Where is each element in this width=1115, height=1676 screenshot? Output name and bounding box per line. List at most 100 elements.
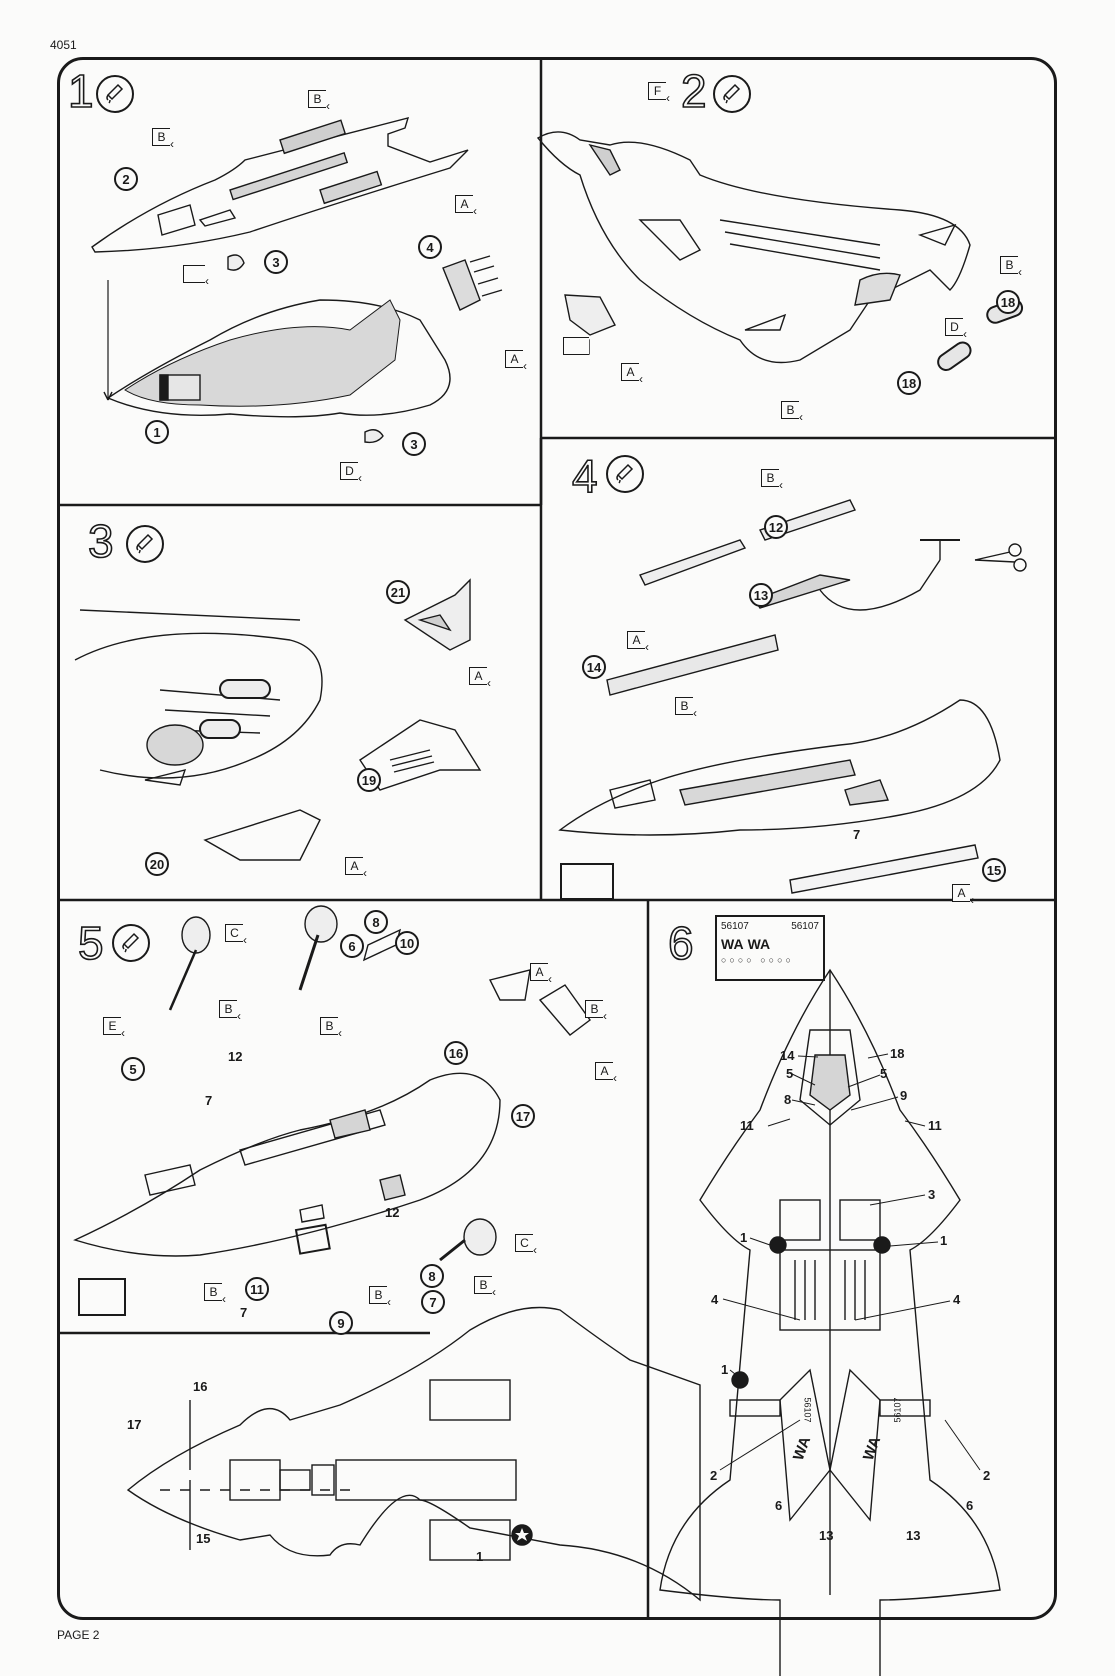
color-flag: A‹ xyxy=(469,667,491,690)
decal-label: 18 xyxy=(890,1046,905,1061)
part-callout: 1 xyxy=(145,420,169,444)
step6-roundels xyxy=(731,1236,891,1389)
color-flag: B‹ xyxy=(761,469,783,492)
scissors-icon xyxy=(974,543,1027,572)
step4-cut-part-icon xyxy=(920,539,960,560)
part-callout: 17 xyxy=(511,1104,535,1128)
decal-serial: 56107 xyxy=(791,921,819,932)
decal-label: 4 xyxy=(953,1292,961,1307)
color-flag: A‹ xyxy=(505,350,527,373)
part-callout: 21 xyxy=(386,580,410,604)
decal-label: 8 xyxy=(784,1092,792,1107)
step2-fuselage-assembly xyxy=(536,131,971,364)
part-callout: 8 xyxy=(364,910,388,934)
decal-label: 2 xyxy=(710,1468,718,1483)
decal-label: 2 xyxy=(983,1468,991,1483)
part-label: 7 xyxy=(240,1305,248,1320)
color-flag: A‹ xyxy=(621,363,643,386)
part-callout: 13 xyxy=(749,583,773,607)
decal-sheet-thumbnail xyxy=(560,863,614,900)
decal-label: 1 xyxy=(740,1230,748,1245)
step3-part21-fin xyxy=(403,578,471,651)
color-flag: F‹ xyxy=(648,82,670,105)
step-number-5: 5 xyxy=(77,917,104,969)
color-flag: B‹ xyxy=(1000,256,1022,279)
part-callout: 10 xyxy=(395,931,419,955)
color-flag: B‹ xyxy=(152,128,174,151)
color-flag: A‹ xyxy=(595,1062,617,1085)
color-flag: A‹ xyxy=(952,884,974,907)
color-flag: B‹ xyxy=(204,1283,226,1306)
step-number-6: 6 xyxy=(667,917,694,969)
page-label: PAGE 2 xyxy=(57,1628,100,1642)
part-callout: 19 xyxy=(357,768,381,792)
decal-label: 5 xyxy=(880,1066,888,1081)
decal-label: 4 xyxy=(711,1292,719,1307)
decal-sheet-thumbnail xyxy=(78,1278,126,1316)
tail-marking-serial: 56107 xyxy=(802,1397,813,1423)
decal-label: 3 xyxy=(928,1187,936,1202)
part-callout: 2 xyxy=(114,167,138,191)
side-label: 17 xyxy=(127,1417,142,1432)
decal-label: 11 xyxy=(928,1118,942,1133)
part-callout: 9 xyxy=(329,1311,353,1335)
part-callout: 7 xyxy=(421,1290,445,1314)
decal-sheet: 56107 56107 WA WA ○○○○ ○○○○ xyxy=(715,915,825,981)
color-flag: A‹ xyxy=(345,857,367,880)
decal-label: 6 xyxy=(775,1498,783,1513)
color-flag xyxy=(563,337,589,355)
decal-label: 1 xyxy=(721,1362,729,1377)
step1-part3-a xyxy=(227,254,245,271)
glue-tube-icon xyxy=(96,75,134,113)
color-flag: B‹ xyxy=(585,1000,607,1023)
part-callout: 18 xyxy=(996,290,1020,314)
instruction-frame xyxy=(57,57,1057,1620)
step3-rear-fuselage xyxy=(74,609,323,786)
decal-serial: 56107 xyxy=(721,921,749,932)
step-number-3: 3 xyxy=(87,515,114,567)
part-callout: 12 xyxy=(764,515,788,539)
step5-fuselage xyxy=(73,1072,501,1257)
decal-label: 1 xyxy=(940,1233,948,1248)
step5-landing-gear xyxy=(168,905,497,1262)
decal-label: 11 xyxy=(740,1118,754,1133)
part-callout: 6 xyxy=(340,934,364,958)
color-flag: D‹ xyxy=(945,318,967,341)
step1-part4-intake xyxy=(442,255,503,311)
color-flag: B‹ xyxy=(320,1017,342,1040)
step4-cut-arrow xyxy=(819,559,941,611)
part-label: 7 xyxy=(205,1093,213,1108)
step5-part16-flap xyxy=(488,969,531,1001)
part-callout: 11 xyxy=(245,1277,269,1301)
color-flag: B‹ xyxy=(369,1286,391,1309)
color-flag: ‹ xyxy=(183,265,209,288)
glue-tube-icon xyxy=(713,75,751,113)
step-number-2: 2 xyxy=(680,65,707,117)
decal-label: 6 xyxy=(966,1498,974,1513)
decal-letters: WA xyxy=(747,936,771,952)
step6-top-view-aircraft xyxy=(659,968,1001,1676)
decal-label: 9 xyxy=(900,1088,908,1103)
side-view-roundel xyxy=(511,1524,533,1546)
side-view-aircraft xyxy=(126,1306,701,1602)
part-label: 12 xyxy=(385,1205,400,1220)
step-number-1: 1 xyxy=(67,65,94,117)
color-flag: A‹ xyxy=(455,195,477,218)
step1-upper-fuselage xyxy=(91,117,469,253)
part-callout: 3 xyxy=(402,432,426,456)
color-flag: C‹ xyxy=(515,1234,537,1257)
side-label: 16 xyxy=(193,1379,208,1394)
color-flag: B‹ xyxy=(219,1000,241,1023)
step-number-4: 4 xyxy=(571,450,598,502)
part-label: 7 xyxy=(853,827,861,842)
step3-part20-wing xyxy=(203,809,321,861)
document-code: 4051 xyxy=(50,38,77,52)
step5-part9-frame xyxy=(294,1223,331,1255)
tail-marking-serial: 56107 xyxy=(892,1397,903,1423)
decal-label: 5 xyxy=(786,1066,794,1081)
glue-tube-icon xyxy=(112,924,150,962)
color-flag: B‹ xyxy=(675,697,697,720)
color-flag: B‹ xyxy=(781,401,803,424)
step4-fuselage xyxy=(558,699,1001,836)
